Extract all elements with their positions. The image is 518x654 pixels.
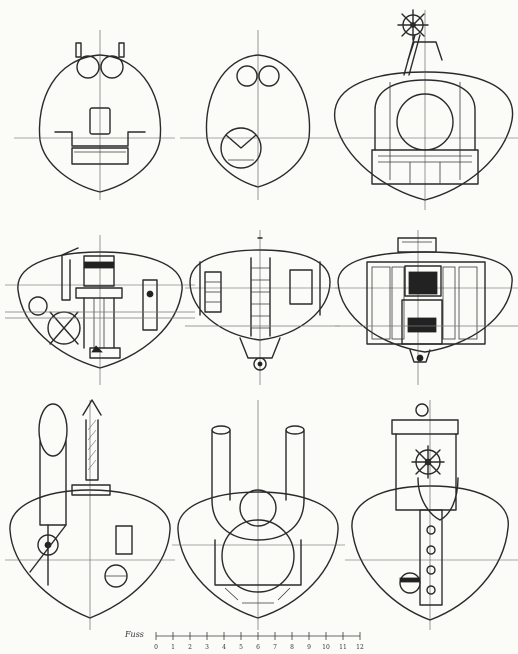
ships-wheel-bottom xyxy=(411,445,445,479)
scale-tick-label: 12 xyxy=(356,644,364,651)
scale-tick-label: 10 xyxy=(322,644,330,651)
rear-view-ladder-tower xyxy=(345,400,518,630)
scale-label: Fuss xyxy=(125,630,144,639)
cross-section-panels xyxy=(335,230,518,385)
ships-wheel-top xyxy=(397,9,429,41)
side-view-towers xyxy=(5,399,175,630)
scale-tick-label: 7 xyxy=(273,644,277,651)
scale-tick-label: 5 xyxy=(239,644,243,651)
scale-tick-label: 9 xyxy=(307,644,311,651)
scale-tick-label: 8 xyxy=(290,644,294,651)
scale-tick-label: 0 xyxy=(154,644,158,651)
scale-tick-label: 1 xyxy=(171,644,175,651)
scale-tick-label: 6 xyxy=(256,644,260,651)
section-view-2 xyxy=(180,30,330,200)
cross-section-ladder xyxy=(185,230,340,385)
cross-section-machinery xyxy=(5,235,195,385)
scale-tick-label: 3 xyxy=(205,644,209,651)
front-view-towers xyxy=(172,400,345,630)
section-view-1 xyxy=(14,30,175,200)
scale-tick-label: 2 xyxy=(188,644,192,651)
scale-tick-label: 4 xyxy=(222,644,226,651)
scale-tick-label: 11 xyxy=(339,644,347,651)
section-view-3 xyxy=(330,9,518,210)
